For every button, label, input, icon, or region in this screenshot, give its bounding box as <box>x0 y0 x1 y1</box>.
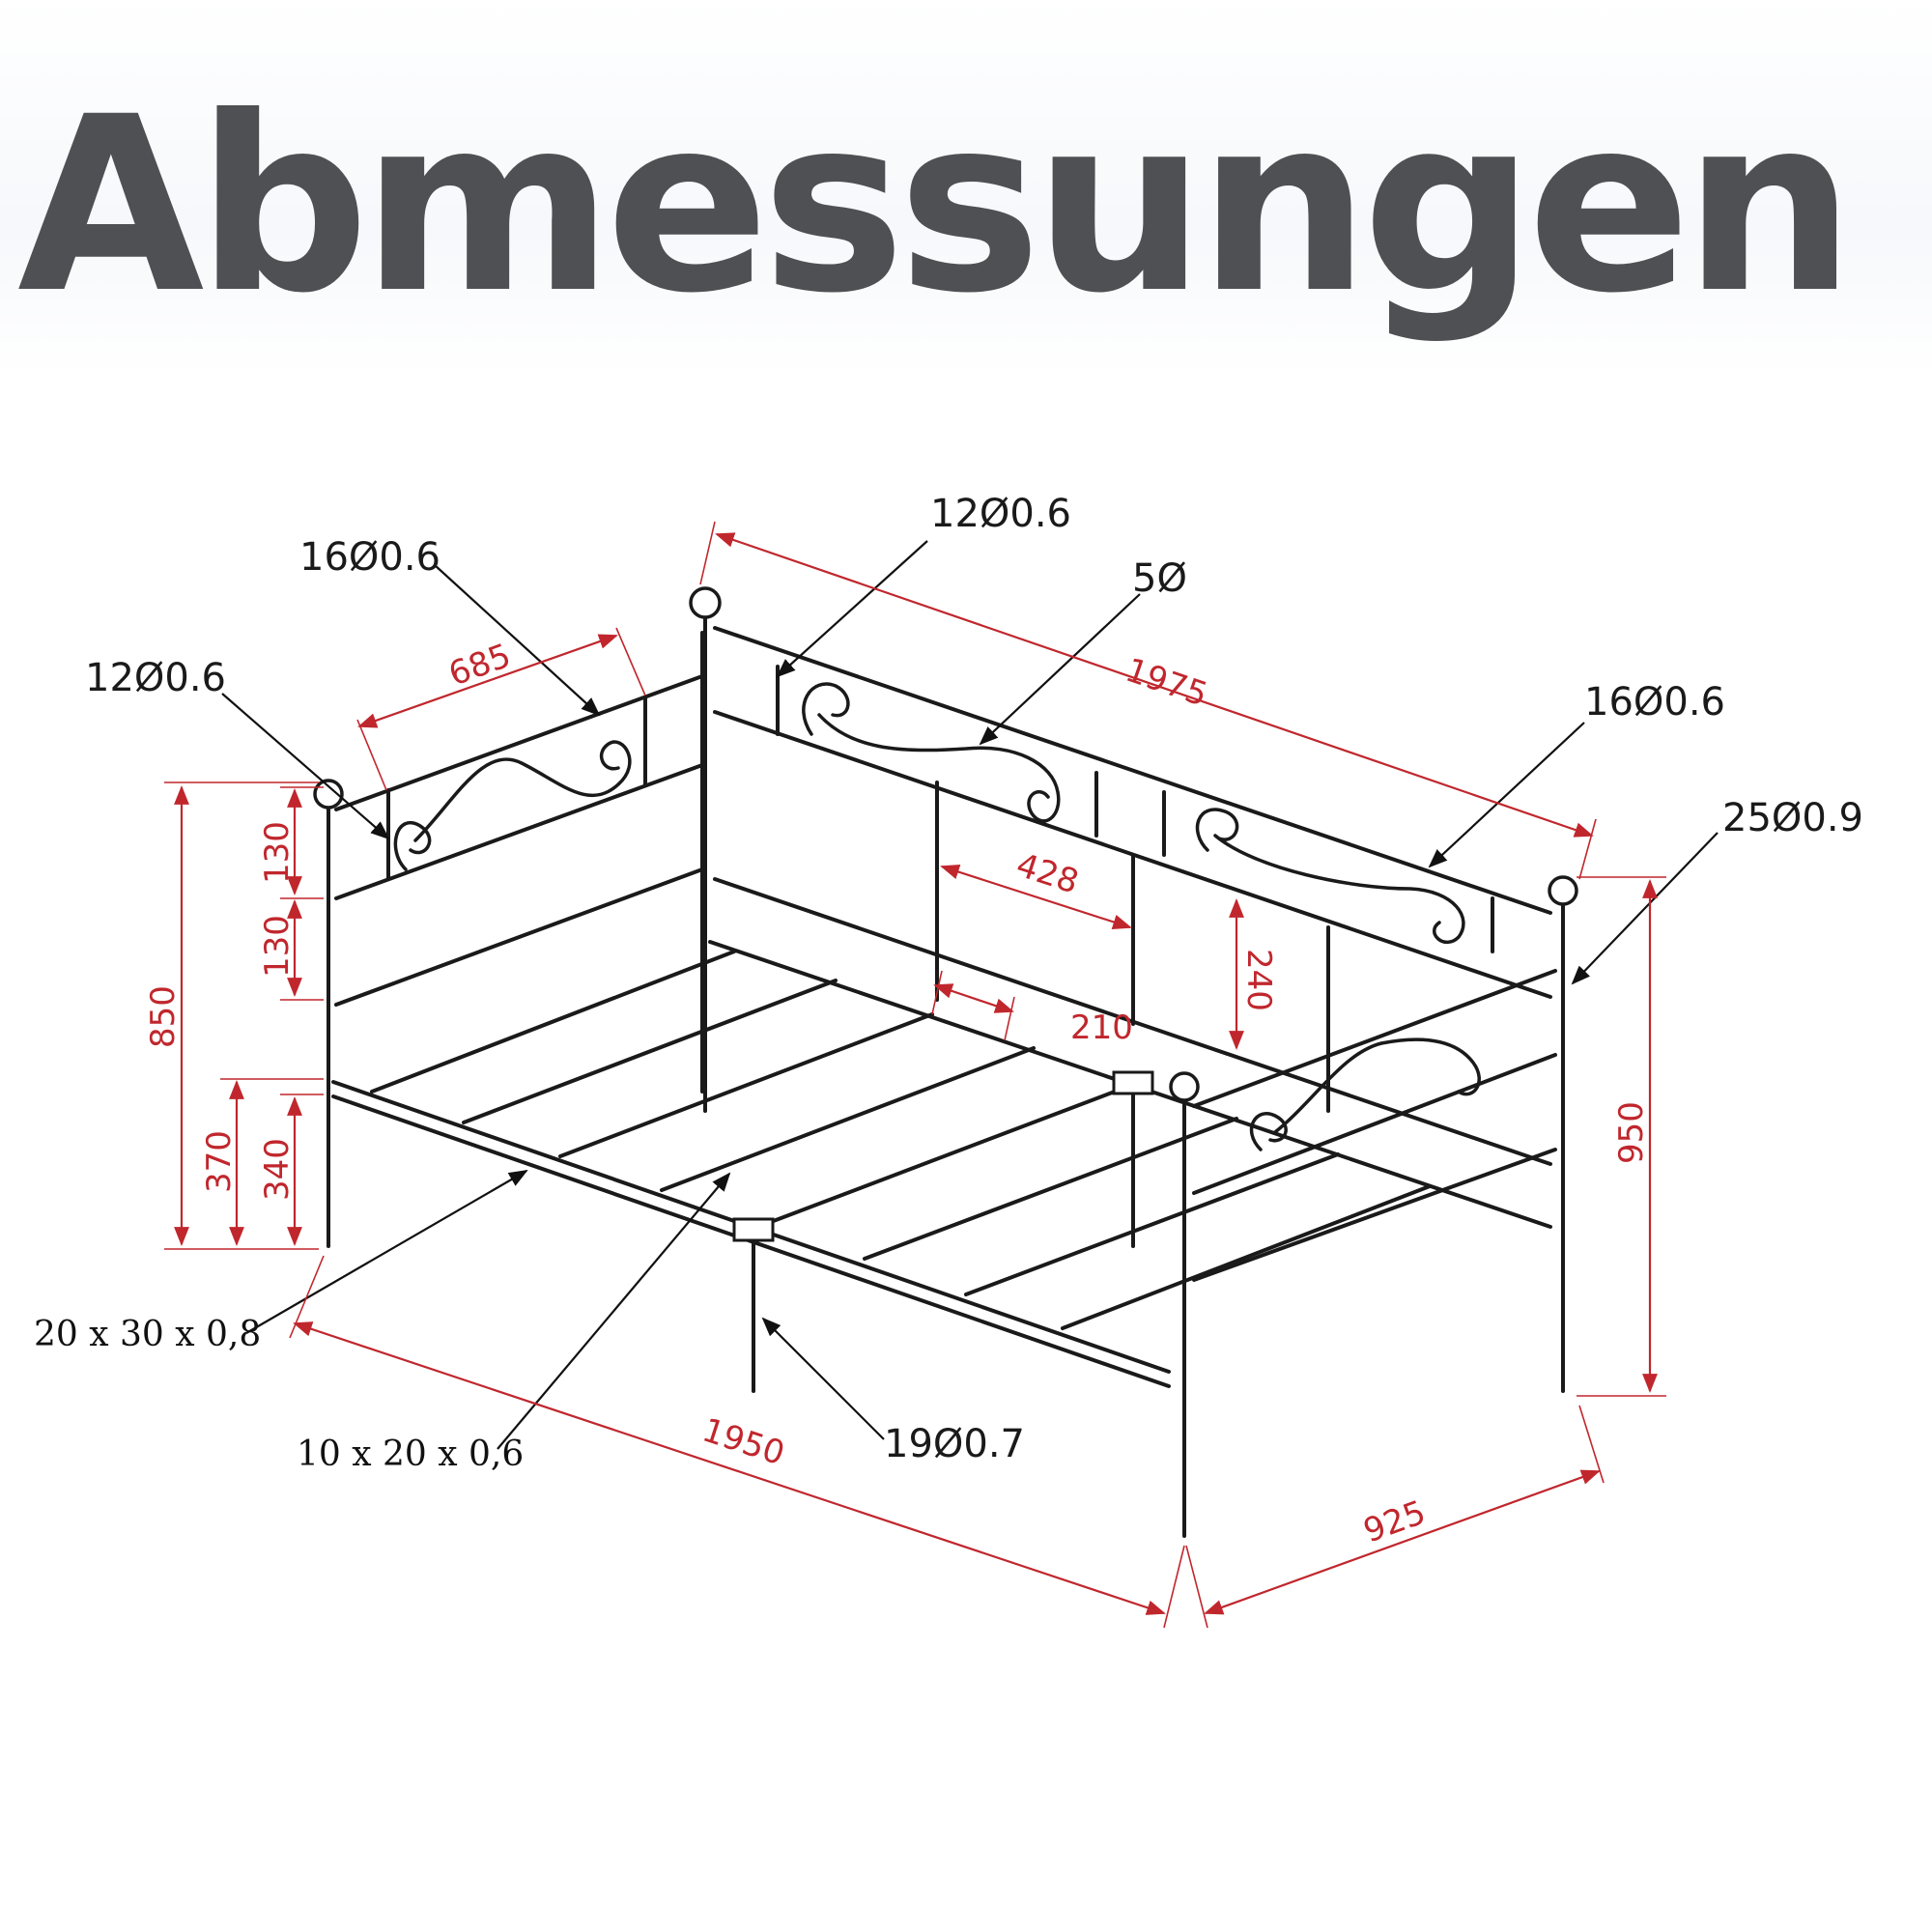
callout-slat: 10 x 20 x 0,6 <box>297 1435 524 1474</box>
leader-side-frame <box>245 1170 528 1334</box>
slat <box>761 1082 1137 1227</box>
callout-corner-post: 25Ø0.9 <box>1722 796 1863 840</box>
leader-back-inner <box>776 540 928 678</box>
page-title: Abmessungen <box>17 65 1856 346</box>
footboard-back-knob <box>1548 875 1578 906</box>
ext-1975-b <box>1578 818 1597 880</box>
headboard-top-rail <box>334 674 704 811</box>
dim-label-370: 370 <box>200 1130 239 1193</box>
dim-label-130-a: 130 <box>258 821 297 884</box>
dim-label-240: 240 <box>1239 949 1278 1011</box>
leader-corner-post <box>1571 832 1719 985</box>
dim-685 <box>357 634 618 728</box>
leader-slat <box>497 1172 731 1450</box>
dim-1975 <box>715 532 1594 838</box>
ext-1975-a <box>699 521 716 585</box>
leader-center-leg <box>761 1317 885 1440</box>
callout-scroll-rod: 5Ø <box>1132 556 1187 601</box>
slat <box>964 1152 1340 1296</box>
back-scroll-left <box>802 682 1061 823</box>
dim-label-850: 850 <box>144 985 183 1048</box>
dim-label-340: 340 <box>258 1138 297 1201</box>
callout-center-leg: 19Ø0.7 <box>884 1422 1025 1466</box>
dim-label-950: 950 <box>1612 1101 1651 1164</box>
slat <box>370 950 736 1094</box>
footboard-front-knob <box>1169 1071 1200 1102</box>
center-connector-back <box>1112 1070 1154 1095</box>
callout-back-top: 16Ø0.6 <box>1584 680 1725 724</box>
center-connector-front <box>732 1217 775 1242</box>
leader-headboard-inner <box>221 693 390 840</box>
callout-back-inner: 12Ø0.6 <box>930 492 1071 536</box>
dim-925 <box>1204 1469 1601 1615</box>
dim-label-925: 925 <box>1358 1493 1431 1551</box>
ext-1950-a <box>289 1255 325 1339</box>
dim-428 <box>940 864 1132 930</box>
slat <box>462 979 838 1124</box>
headboard-second-rail <box>334 763 704 900</box>
dim-210 <box>933 983 1014 1013</box>
ext-925-b <box>1578 1405 1605 1484</box>
dim-label-685: 685 <box>443 637 516 695</box>
footboard-second-rail <box>1192 1053 1557 1195</box>
leader-scroll-rod <box>979 593 1141 746</box>
callout-labels: 16Ø0.6 12Ø0.6 12Ø0.6 5Ø 16Ø0.6 25Ø0.9 20… <box>34 492 1863 1474</box>
slat <box>558 1012 934 1158</box>
back-left-knob <box>689 586 722 619</box>
footboard-third-rail <box>1192 1148 1557 1282</box>
leader-back-top <box>1428 722 1585 868</box>
footboard-scroll <box>1249 1037 1481 1151</box>
title-band <box>0 0 1932 377</box>
callout-headboard-top: 16Ø0.6 <box>299 535 440 580</box>
bed-frame <box>313 586 1578 1538</box>
ext-210-b <box>1004 996 1015 1041</box>
headboard-scroll <box>393 740 632 871</box>
dim-1950 <box>293 1321 1166 1615</box>
callout-side-frame: 20 x 30 x 0,8 <box>34 1315 261 1354</box>
dim-label-1975: 1975 <box>1121 651 1212 715</box>
dim-label-130-b: 130 <box>258 915 297 978</box>
slat <box>660 1046 1036 1192</box>
ext-1950-b <box>1163 1545 1185 1629</box>
footboard-top-rail <box>1192 969 1557 1108</box>
ext-925-a <box>1185 1545 1208 1629</box>
dim-label-1950: 1950 <box>697 1411 789 1474</box>
ext-685-a <box>356 719 387 791</box>
slat <box>1061 1184 1432 1330</box>
dim-label-210: 210 <box>1070 1009 1133 1047</box>
slat <box>863 1117 1238 1261</box>
headboard-third-rail <box>334 867 704 1007</box>
callout-headboard-inner: 12Ø0.6 <box>85 656 226 700</box>
ext-685-b <box>615 627 646 696</box>
dimension-lines <box>164 521 1666 1629</box>
slats <box>370 950 1432 1330</box>
